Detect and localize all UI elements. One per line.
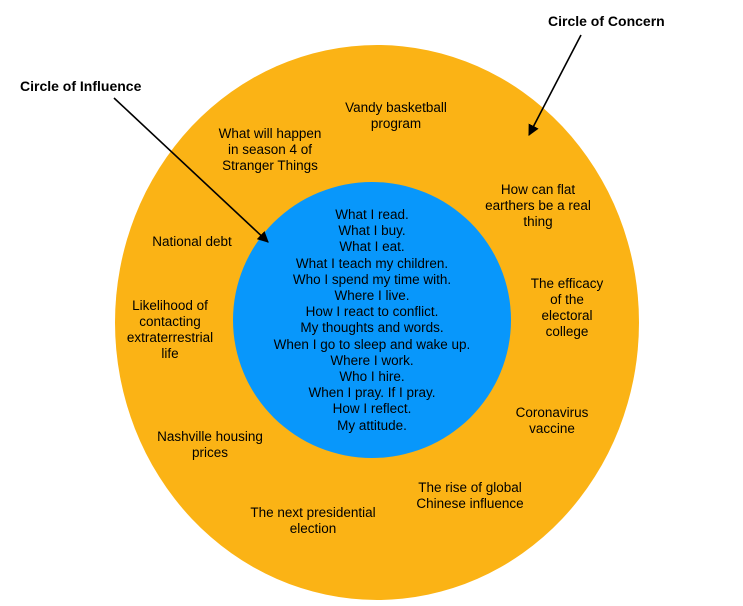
circle-of-influence-callout: Circle of Influence (20, 78, 142, 94)
influence-item: How I reflect. (332, 401, 412, 417)
concern-item: Vandy basketball program (345, 100, 447, 131)
influence-item: When I go to sleep and wake up. (273, 336, 471, 352)
concern-item: The rise of global Chinese influence (416, 480, 524, 511)
concern-item: What will happen in season 4 of Stranger… (218, 126, 322, 173)
influence-item: Who I spend my time with. (292, 271, 452, 287)
influence-item: How I react to conflict. (305, 304, 439, 320)
influence-item: Where I work. (330, 352, 414, 368)
concern-item: Nashville housing prices (157, 429, 263, 460)
influence-item: What I teach my children. (295, 255, 449, 271)
influence-item: What I eat. (339, 239, 405, 255)
influence-item: Where I live. (334, 288, 410, 304)
influence-list: What I read.What I buy.What I eat.What I… (233, 207, 511, 434)
circle-of-concern-callout: Circle of Concern (548, 13, 665, 29)
concern-item: Coronavirus vaccine (515, 405, 589, 436)
circle-of-influence (233, 182, 511, 458)
concern-item: The efficacy of the electoral college (530, 276, 604, 339)
influence-item: What I read. (335, 207, 409, 222)
concern-item: Likelihood of contacting extraterrestria… (126, 298, 214, 361)
influence-item: What I buy. (338, 223, 406, 239)
influence-item: When I pray. If I pray. (308, 385, 436, 401)
concern-item: How can flat earthers be a real thing (485, 182, 591, 229)
concern-item: National debt (152, 234, 232, 249)
concern-item: The next presidential election (250, 505, 376, 536)
influence-item: Who I hire. (339, 369, 405, 385)
influence-item: My thoughts and words. (300, 320, 444, 336)
influence-item: My attitude. (337, 417, 407, 433)
